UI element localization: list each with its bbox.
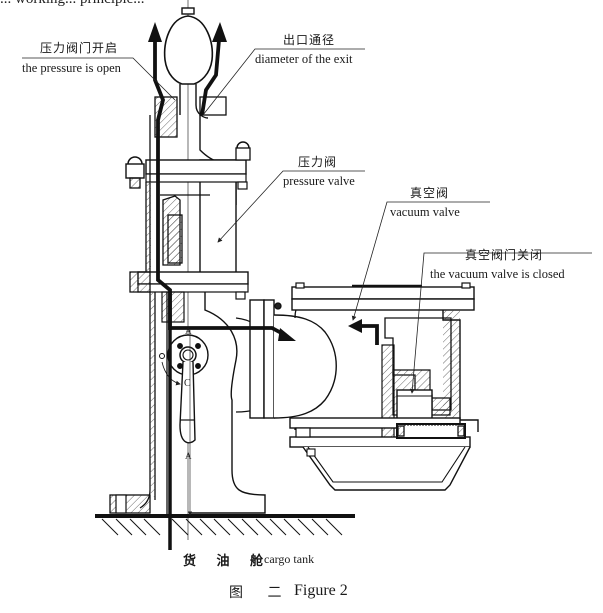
vacuum-disc: [396, 389, 433, 423]
flow-path-vacuum: [360, 324, 379, 345]
lever-handle: [179, 361, 196, 444]
arrowhead-right: [278, 328, 296, 341]
label-vacuum-valve-cn: 真空阀: [410, 186, 450, 200]
label-pressure-valve-cn: 压力阀: [298, 155, 338, 169]
label-pressure-open-en: the pressure is open: [22, 61, 121, 75]
label-exit-diameter-cn: 出口通径: [283, 33, 336, 47]
leader-lines: [22, 48, 592, 394]
connector-flange-left: [249, 299, 265, 419]
leader-vacuum-closed: [409, 252, 592, 394]
label-vacuum-closed-en: the vacuum valve is closed: [430, 267, 565, 281]
upper-flange: [145, 159, 247, 175]
label-cargo-tank-en: cargo tank: [264, 552, 315, 566]
label-vacuum-valve-en: vacuum valve: [390, 205, 460, 219]
leader-pressure-valve: [217, 170, 365, 243]
figure-caption-en: Figure 2: [294, 582, 348, 599]
section-mark-c: C: [184, 378, 191, 389]
arrowhead-up-left: [148, 22, 162, 42]
lower-flange: [137, 271, 249, 285]
label-vacuum-closed-cn: 真空阀门关闭: [465, 248, 544, 262]
ground-hatch: [101, 518, 343, 536]
flow-path-pressure-right: [200, 39, 221, 116]
vacuum-valve-bulb: [273, 314, 337, 419]
arrowhead-left: [348, 319, 362, 333]
top-partial-text: ... working... principle...: [0, 0, 145, 8]
label-pressure-valve-en: pressure valve: [283, 174, 355, 188]
label-exit-diameter-en: diameter of the exit: [255, 52, 353, 66]
figure-caption-cn: 图 二: [229, 585, 292, 601]
label-cargo-tank-cn: 货 油 舱: [183, 554, 272, 569]
leader-vacuum-valve: [351, 201, 490, 321]
label-pressure-open-cn: 压力阀门开启: [40, 41, 119, 55]
leader-exit-diameter: [202, 48, 365, 116]
flow-arrowheads: [148, 22, 362, 341]
arrowhead-up-right: [212, 22, 227, 42]
vacuum-bowl: [302, 446, 471, 491]
valve-bulb: [163, 15, 214, 85]
eyebolt-right: [236, 141, 250, 149]
vacuum-top-cover: [291, 286, 475, 300]
vacuum-stem: [381, 344, 395, 446]
section-mark-a-bottom: A: [185, 451, 192, 461]
cap-nut: [181, 7, 195, 15]
leader-pressure-open: [22, 57, 176, 101]
section-mark-a-top: A: [185, 326, 192, 336]
eyebolt-left: [127, 156, 143, 165]
